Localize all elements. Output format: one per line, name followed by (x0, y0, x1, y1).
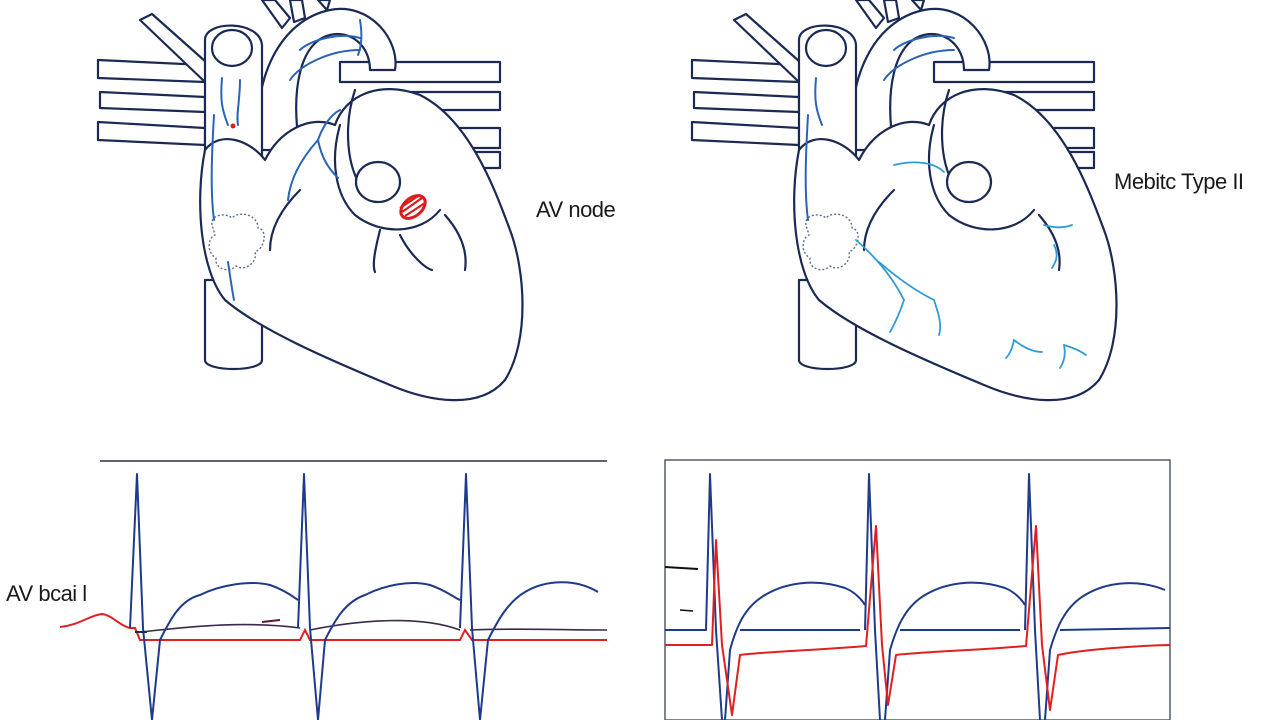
ecg-trace-red-left (59, 612, 607, 641)
av-block-marker-icon (399, 194, 427, 220)
heart-left (96, 0, 524, 402)
sa-node-right (802, 213, 859, 271)
sa-node-left (208, 213, 265, 271)
ecg-trace-blue-left (129, 473, 599, 720)
heart-body (199, 88, 524, 402)
pulmonary-veins-left (96, 12, 217, 147)
label-av-block: AV bcai l (6, 581, 87, 606)
ecg-strip-left (59, 460, 608, 720)
label-mobitz-type-ii: Mebitc Type II (1114, 169, 1244, 194)
ecg-trace-red-right (665, 525, 1171, 716)
ecg-strip-right (664, 459, 1171, 720)
pulmonary-veins-left-r (690, 12, 811, 147)
label-av-node: AV node (536, 197, 616, 222)
ecg-trace-blue-right (665, 473, 1166, 720)
heart-right (690, 0, 1118, 402)
